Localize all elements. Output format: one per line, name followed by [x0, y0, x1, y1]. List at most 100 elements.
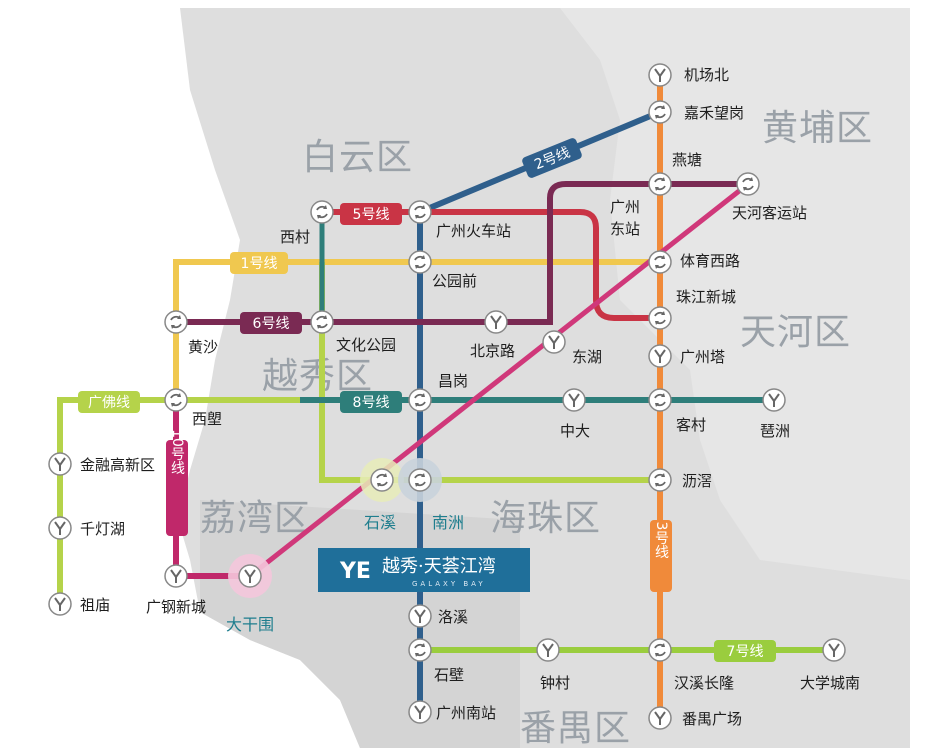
station-icon: [408, 604, 432, 628]
station-shibi: 石壁: [434, 666, 464, 684]
station-guangzhouta: 广州塔: [680, 348, 725, 366]
line-7-tag: 7号线: [714, 640, 776, 662]
station-icon: [536, 638, 560, 662]
district-huangpu: 黄埔区: [762, 108, 873, 149]
line-1-tag: 1号线: [230, 252, 288, 274]
station-icon: [408, 700, 432, 724]
station-wenhuagongyuan: 文化公园: [336, 336, 396, 354]
interchange-icon: [648, 638, 672, 662]
station-luoxi: 洛溪: [438, 608, 468, 626]
svg-text:10号线: 10号线: [169, 429, 185, 475]
station-guangzhoudongzhan-1: 广州: [610, 198, 640, 216]
svg-text:5号线: 5号线: [353, 207, 390, 223]
station-icon: [48, 452, 72, 476]
line-5-tag: 5号线: [340, 203, 402, 225]
logo-name: 越秀·天荟江湾: [382, 556, 496, 577]
line-3-tag: 3号线: [650, 520, 672, 592]
interchange-icon: [310, 200, 334, 224]
line-8-tag: 8号线: [340, 391, 402, 413]
station-lijiao: 沥滘: [682, 472, 712, 490]
station-zhujiangxincheng: 珠江新城: [676, 288, 736, 306]
interchange-icon: [370, 468, 394, 492]
interchange-icon: [648, 306, 672, 330]
svg-text:7号线: 7号线: [727, 644, 764, 660]
guangfo-tag: 广佛线: [78, 391, 140, 413]
line-6-tag: 6号线: [240, 312, 302, 334]
svg-text:1号线: 1号线: [241, 256, 278, 272]
station-pazhou: 琶洲: [760, 422, 790, 440]
station-panyuguangchang: 番禺广场: [682, 710, 742, 728]
district-yuexiu: 越秀区: [262, 356, 373, 397]
station-jiahewanggang: 嘉禾望岗: [684, 104, 744, 122]
station-yantang: 燕塘: [672, 151, 702, 169]
line-6-path: [176, 181, 748, 325]
station-tiyuxilu: 体育西路: [680, 252, 740, 270]
station-gongyuanqian: 公园前: [432, 272, 477, 290]
district-haizhu: 海珠区: [490, 498, 601, 539]
station-icon: [648, 63, 672, 87]
line-5-path: [322, 209, 660, 321]
station-icon: [562, 388, 586, 412]
station-nanzhou: 南洲: [432, 513, 464, 532]
interchange-icon: [408, 468, 432, 492]
station-zhongcun: 钟村: [540, 674, 570, 692]
station-changgang: 昌岗: [438, 372, 468, 390]
svg-text:8号线: 8号线: [353, 395, 390, 411]
logo-sub: GALAXY BAY: [412, 580, 486, 588]
guangfo-extension-path: [319, 262, 660, 483]
interchange-icon: [648, 250, 672, 274]
station-huangsha: 黄沙: [188, 338, 218, 356]
station-zumiao: 祖庙: [80, 596, 110, 614]
interchange-icon: [648, 100, 672, 124]
station-jichangbei: 机场北: [684, 66, 729, 84]
interchange-icon: [736, 172, 760, 196]
station-kecun: 客村: [676, 416, 706, 434]
station-icon: [48, 516, 72, 540]
station-daxuechengnan: 大学城南: [800, 674, 860, 692]
interchange-icon: [408, 250, 432, 274]
station-daganwei: 大干围: [226, 615, 274, 634]
interchange-icon: [648, 468, 672, 492]
station-icon: [648, 706, 672, 730]
svg-text:广佛线: 广佛线: [88, 395, 130, 411]
district-tianhe: 天河区: [740, 312, 851, 353]
station-qiandenghu: 千灯湖: [80, 520, 125, 538]
interchange-icon: [648, 172, 672, 196]
interchange-icon: [408, 200, 432, 224]
station-icon: [822, 638, 846, 662]
logo-mark: YE: [339, 559, 371, 584]
station-shixi: 石溪: [364, 513, 396, 532]
interchange-icon: [648, 388, 672, 412]
district-panyu: 番禺区: [520, 708, 631, 748]
station-icon: [48, 592, 72, 616]
station-icon: [238, 564, 262, 588]
svg-text:6号线: 6号线: [253, 316, 290, 332]
station-donghu: 东湖: [572, 348, 602, 366]
station-hanxichanglong: 汉溪长隆: [674, 674, 734, 692]
station-zhongda: 中大: [560, 422, 590, 440]
station-jinronggaoxinqu: 金融高新区: [80, 456, 155, 474]
station-tianhekeyunzhan: 天河客运站: [732, 204, 807, 222]
station-guangzhounanzhan: 广州南站: [436, 704, 496, 722]
district-liwan: 荔湾区: [200, 498, 311, 539]
project-logo: YE 越秀·天荟江湾 GALAXY BAY: [318, 548, 530, 592]
svg-text:3号线: 3号线: [653, 522, 669, 559]
interchange-icon: [164, 388, 188, 412]
apm-line-path: [248, 182, 750, 578]
station-icon: [762, 388, 786, 412]
station-icon: [648, 344, 672, 368]
line-1-path: [173, 259, 660, 400]
interchange-icon: [164, 310, 188, 334]
interchange-icon: [310, 310, 334, 334]
district-baiyun: 白云区: [302, 137, 413, 178]
station-xicun: 西村: [280, 228, 310, 246]
station-guanggangxincheng: 广钢新城: [146, 598, 206, 616]
station-icon: [484, 310, 508, 334]
station-icon: [164, 564, 188, 588]
interchange-icon: [408, 638, 432, 662]
station-xilang: 西塱: [192, 410, 222, 428]
station-guangzhoudongzhan-2: 东站: [610, 220, 640, 238]
line-10-tag: 10号线: [166, 429, 188, 536]
station-guangzhouhuochezhan: 广州火车站: [436, 222, 511, 240]
